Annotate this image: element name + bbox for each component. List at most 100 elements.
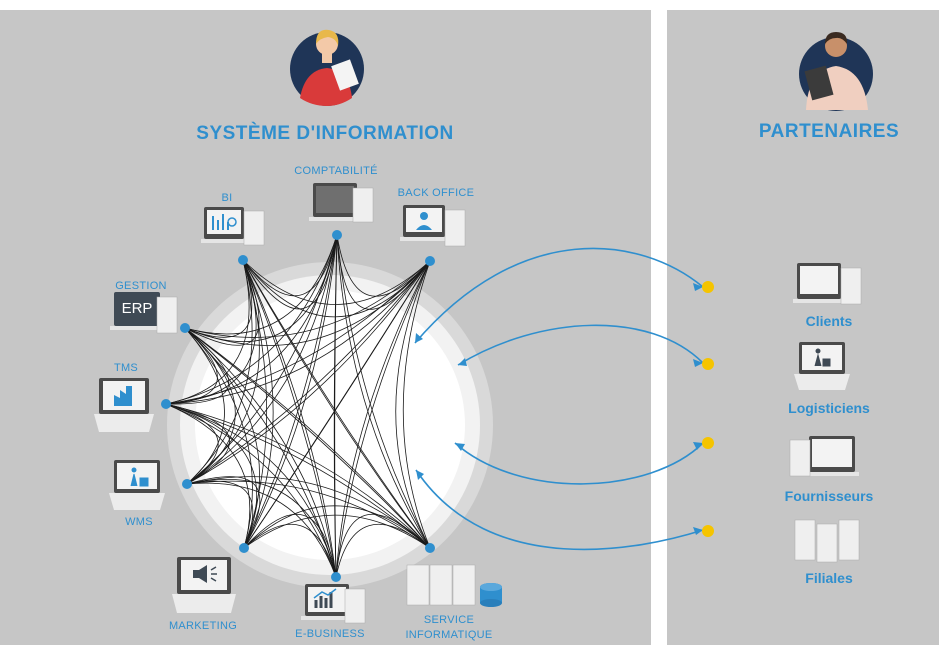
comptabilite-label: COMPTABILITÉ	[294, 165, 378, 177]
connection-line	[186, 480, 431, 549]
e-business-label: E-BUSINESS	[295, 628, 365, 640]
connection-line	[402, 260, 431, 549]
information-system-title: SYSTÈME D'INFORMATION	[196, 123, 454, 144]
arrowhead-icon	[416, 470, 424, 480]
arrowhead-icon	[693, 442, 703, 450]
connection-line	[243, 505, 431, 549]
system-nodes	[161, 230, 435, 582]
system-node	[332, 230, 342, 240]
connection-line	[184, 327, 225, 485]
connection-line	[165, 403, 337, 578]
connection-line	[336, 234, 431, 297]
inner-circle	[195, 290, 465, 560]
bi-icon	[201, 207, 265, 246]
connection-line	[243, 514, 431, 549]
connection-line	[335, 260, 431, 578]
arrowhead-icon	[415, 333, 423, 343]
system-node	[180, 323, 190, 333]
wms-icon	[109, 460, 165, 510]
comptabilite-icon	[309, 183, 374, 223]
e-business-icon	[301, 584, 366, 624]
partner-dot	[702, 281, 714, 293]
arrowhead-icon	[455, 443, 465, 451]
connection-line	[243, 513, 337, 578]
partner-dot	[702, 437, 714, 449]
clients-icon	[793, 263, 862, 305]
connection-line	[186, 234, 338, 485]
gestion-label: GESTION	[115, 280, 167, 292]
connection-line	[336, 234, 431, 549]
system-node	[161, 399, 171, 409]
connection-line	[165, 403, 258, 549]
erp-icon	[110, 292, 178, 334]
tms-icon	[94, 378, 154, 432]
partner-dot	[702, 525, 714, 537]
connection-line	[184, 260, 431, 338]
logisticiens-icon	[794, 342, 850, 390]
system-node	[239, 543, 249, 553]
partner-dot	[702, 358, 714, 370]
system-node	[425, 256, 435, 266]
erp-label: ERP	[121, 300, 153, 317]
connection-line	[335, 523, 431, 578]
arrow-filiales	[415, 469, 704, 551]
connection-mesh	[165, 234, 431, 578]
connection-line	[186, 260, 431, 485]
connection-line	[395, 260, 431, 549]
marketing-label: MARKETING	[168, 620, 238, 632]
back-office-label: BACK OFFICE	[397, 187, 475, 199]
arrow-heads	[415, 283, 703, 535]
connection-line	[165, 259, 250, 405]
connection-line	[184, 234, 338, 335]
arrowhead-icon	[693, 359, 703, 367]
arrow-clients	[414, 247, 704, 344]
system-node	[425, 543, 435, 553]
connection-line	[184, 327, 253, 549]
connection-line	[186, 476, 261, 549]
partner-arrows	[414, 247, 704, 551]
filiales-icon	[794, 519, 860, 563]
connection-line	[165, 403, 337, 578]
connection-line	[243, 523, 337, 578]
connection-line	[165, 260, 431, 405]
connection-line	[165, 403, 251, 549]
logisticiens-label: Logisticiens	[788, 400, 870, 416]
arrowhead-icon	[693, 527, 703, 535]
connection-line	[184, 327, 337, 578]
fournisseurs-label: Fournisseurs	[784, 488, 874, 504]
connection-line	[335, 513, 431, 578]
connection-line	[184, 260, 431, 346]
connection-line	[336, 234, 431, 549]
arrow-logisticiens	[457, 324, 704, 366]
connection-line	[165, 403, 431, 549]
system-node	[238, 255, 248, 265]
connection-line	[186, 260, 431, 485]
connection-line	[242, 259, 431, 305]
bi-label: BI	[221, 192, 233, 204]
woman-avatar-icon	[290, 29, 364, 106]
arrowhead-icon	[693, 283, 703, 291]
service-label-line2: INFORMATIQUE	[405, 629, 493, 641]
service-label-line1: SERVICE	[423, 614, 475, 626]
connection-line	[243, 260, 431, 549]
connection-line	[165, 403, 431, 549]
connection-line	[165, 327, 218, 405]
system-node	[182, 479, 192, 489]
connection-line	[242, 259, 274, 549]
connection-line	[242, 259, 431, 549]
connection-line	[184, 327, 431, 549]
connection-line	[242, 259, 268, 549]
connection-line	[243, 234, 338, 549]
arrow-fournisseurs	[454, 442, 704, 485]
connection-line	[186, 476, 431, 549]
partner-dots	[702, 281, 714, 537]
wms-label: WMS	[125, 516, 153, 528]
tms-label: TMS	[113, 362, 139, 374]
connection-line	[186, 480, 254, 549]
connection-line	[186, 234, 338, 485]
service-informatique-icon	[406, 564, 502, 607]
connection-line	[165, 234, 338, 405]
connection-line	[186, 479, 337, 578]
marketing-icon	[172, 557, 236, 613]
